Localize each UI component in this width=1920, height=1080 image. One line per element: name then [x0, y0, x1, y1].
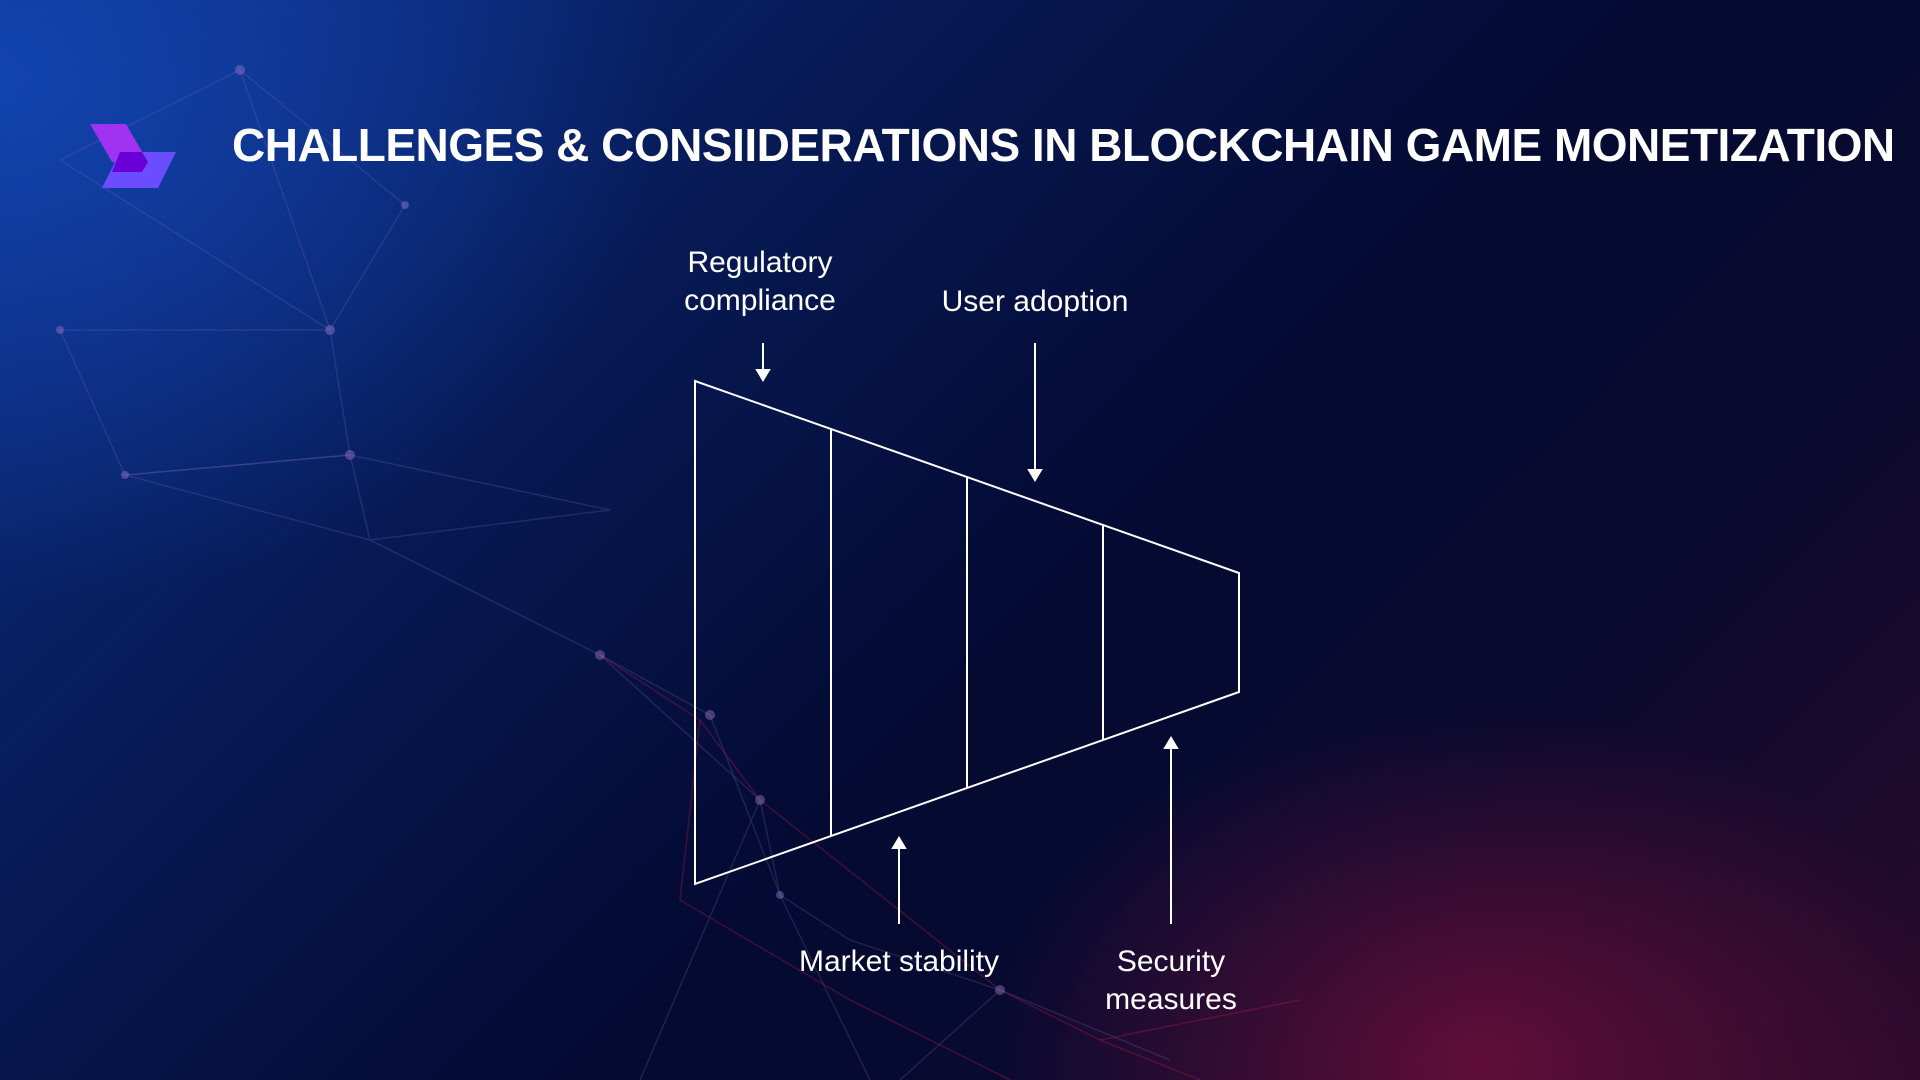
label-line: measures — [1105, 983, 1237, 1016]
brand-logo — [90, 124, 176, 188]
label-line: Regulatory — [687, 246, 833, 279]
page-title: CHALLENGES & CONSIIDERATIONS IN BLOCKCHA… — [232, 119, 1895, 171]
label-line: compliance — [684, 284, 836, 317]
label-line: Security — [1116, 945, 1226, 978]
label-user-adoption: User adoption — [941, 285, 1129, 318]
funnel-outline — [694, 379, 1240, 886]
label-security-measures: Security measures — [1105, 943, 1237, 1019]
label-market-stability: Market stability — [798, 945, 1000, 978]
label-regulatory-compliance: Regulatory compliance — [684, 244, 836, 320]
